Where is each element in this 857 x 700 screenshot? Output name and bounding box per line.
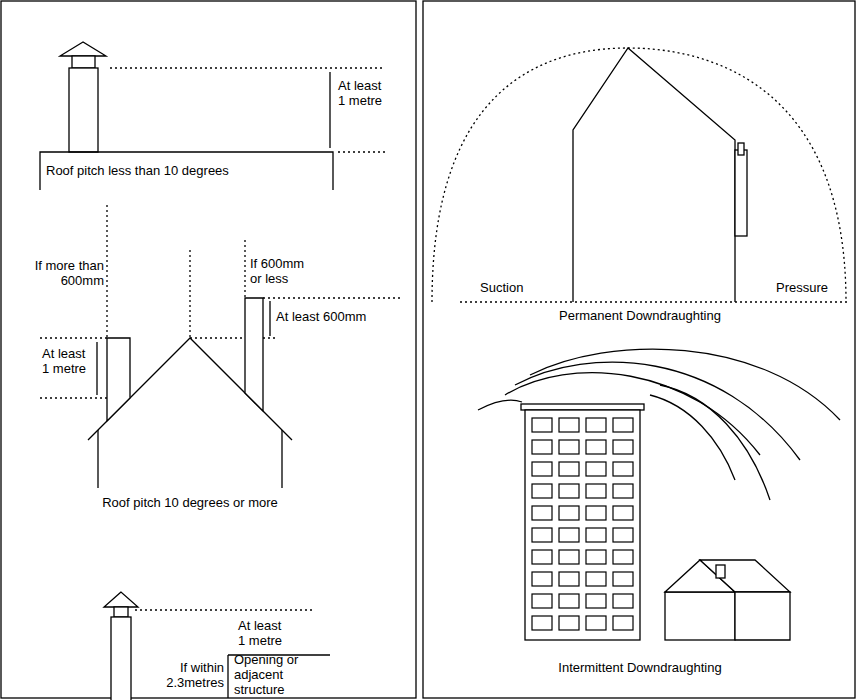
flat-roof-chimney bbox=[40, 42, 333, 190]
house bbox=[573, 48, 747, 302]
window bbox=[559, 418, 579, 432]
dotted-guide bbox=[135, 609, 312, 610]
window bbox=[532, 462, 552, 476]
window bbox=[559, 550, 579, 564]
window bbox=[559, 594, 579, 608]
window bbox=[586, 462, 606, 476]
window bbox=[586, 440, 606, 454]
condition-label: If within 2.3metres bbox=[156, 660, 224, 690]
dimension-line bbox=[329, 72, 330, 148]
window bbox=[613, 418, 633, 432]
window bbox=[613, 594, 633, 608]
window bbox=[586, 572, 606, 586]
panel-border bbox=[423, 1, 855, 698]
pressure-zone bbox=[432, 48, 846, 302]
window bbox=[532, 506, 552, 520]
roof-label: Roof pitch less than 10 degrees bbox=[46, 163, 326, 178]
window bbox=[586, 418, 606, 432]
window bbox=[532, 616, 552, 630]
window bbox=[532, 572, 552, 586]
window bbox=[586, 550, 606, 564]
window bbox=[586, 484, 606, 498]
structure-line bbox=[227, 655, 228, 698]
dimension-line bbox=[96, 342, 97, 395]
tall-building bbox=[521, 404, 644, 640]
zone-label: Pressure bbox=[776, 280, 846, 295]
window bbox=[532, 550, 552, 564]
condition-label: If 600mm or less bbox=[250, 256, 316, 286]
window bbox=[613, 616, 633, 630]
window bbox=[613, 440, 633, 454]
window bbox=[559, 572, 579, 586]
dimension-label: At least 1 metre bbox=[338, 78, 390, 108]
window bbox=[559, 528, 579, 542]
window bbox=[613, 572, 633, 586]
figure-caption: Intermittent Downdraughting bbox=[520, 660, 760, 675]
dimension-label: At least 600mm bbox=[276, 309, 406, 324]
window bbox=[586, 506, 606, 520]
window bbox=[559, 484, 579, 498]
window bbox=[613, 484, 633, 498]
window bbox=[532, 484, 552, 498]
window bbox=[613, 550, 633, 564]
ground-line bbox=[460, 301, 848, 302]
dotted-guide bbox=[338, 151, 385, 152]
structure-label: Opening or adjacent structure bbox=[234, 652, 312, 697]
window bbox=[586, 616, 606, 630]
dimension-label: At least 1 metre bbox=[238, 618, 290, 648]
condition-label: If more than 600mm bbox=[26, 258, 104, 288]
dimension-line bbox=[269, 301, 270, 336]
small-house bbox=[665, 560, 790, 640]
zone-label: Suction bbox=[480, 280, 550, 295]
window bbox=[559, 616, 579, 630]
figure-caption: Permanent Downdraughting bbox=[520, 308, 760, 323]
dotted-guide bbox=[40, 205, 400, 398]
window bbox=[586, 528, 606, 542]
window bbox=[532, 440, 552, 454]
dotted-guide bbox=[110, 67, 385, 68]
adjacent-chimney bbox=[104, 592, 138, 700]
window bbox=[559, 462, 579, 476]
window bbox=[559, 506, 579, 520]
window bbox=[532, 528, 552, 542]
panel-border bbox=[1, 1, 416, 698]
window bbox=[532, 594, 552, 608]
window bbox=[613, 462, 633, 476]
window bbox=[613, 506, 633, 520]
window bbox=[613, 528, 633, 542]
window bbox=[586, 594, 606, 608]
wind-lines bbox=[478, 349, 840, 500]
roof-label: Roof pitch 10 degrees or more bbox=[80, 495, 300, 510]
window bbox=[532, 418, 552, 432]
window bbox=[559, 440, 579, 454]
dimension-label: At least 1 metre bbox=[42, 346, 94, 376]
